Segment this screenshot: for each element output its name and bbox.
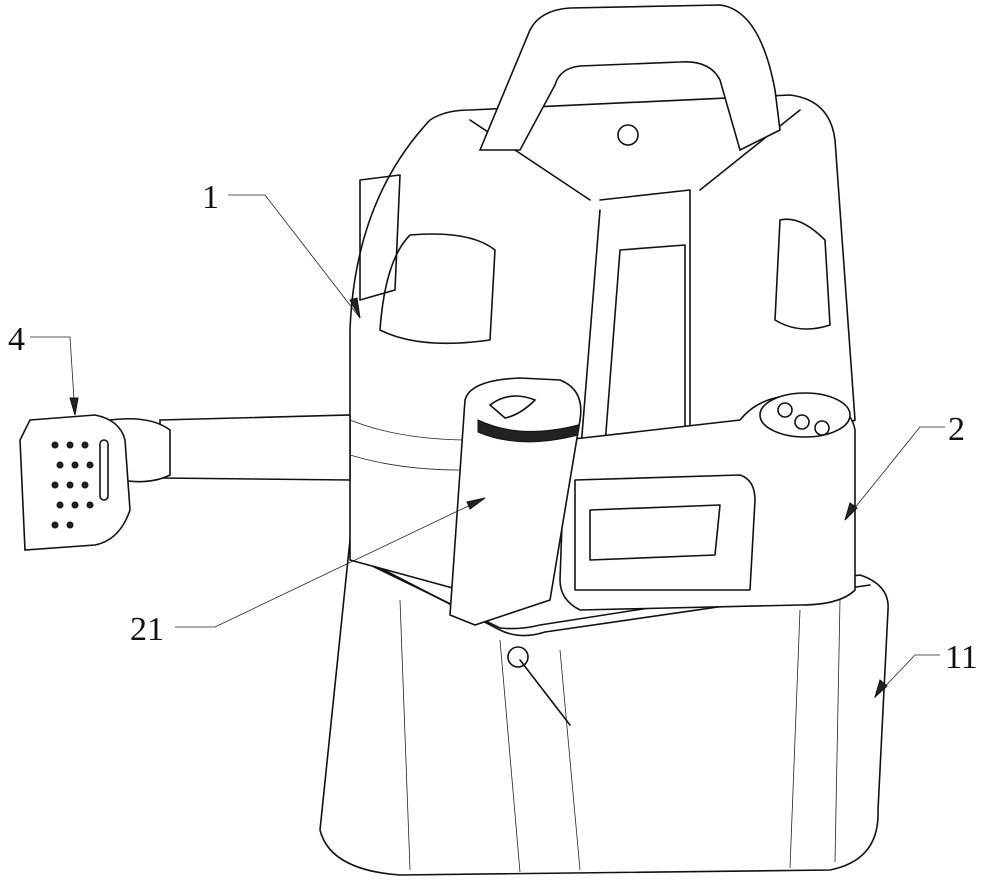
- nozzle-4: [20, 415, 350, 550]
- label-21: 21: [130, 611, 164, 648]
- label-4: 4: [8, 321, 25, 358]
- label-2: 2: [948, 411, 965, 448]
- label-11: 11: [945, 639, 978, 676]
- label-1: 1: [202, 179, 219, 216]
- carry-handle: [480, 5, 780, 150]
